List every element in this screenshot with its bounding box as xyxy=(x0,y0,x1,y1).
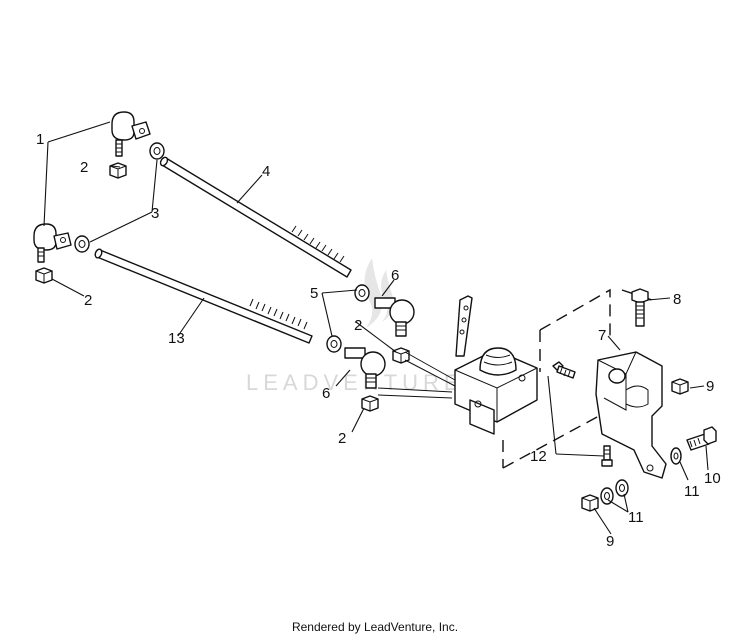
washer-bottom-2 xyxy=(615,479,629,497)
callout-10: 10 xyxy=(704,470,721,487)
installation-guide-lines xyxy=(502,288,653,469)
callout-11-bottom: 11 xyxy=(628,509,644,526)
screw-upper xyxy=(552,361,576,379)
ball-joint-upper xyxy=(111,111,151,157)
hex-nut-upper-left xyxy=(109,162,127,179)
callout-3: 3 xyxy=(151,205,159,222)
jam-nut-lower xyxy=(74,235,90,253)
shift-rod-lower xyxy=(94,248,313,344)
hex-nut-right xyxy=(671,378,689,395)
callout-12: 12 xyxy=(530,448,547,465)
jam-nut-center-upper xyxy=(354,284,370,302)
callout-6-lower: 6 xyxy=(322,385,330,402)
ball-joint-center-lower xyxy=(344,347,386,389)
bolt-right xyxy=(686,426,717,451)
ball-joint-center-upper xyxy=(374,297,415,337)
shifter-assembly xyxy=(377,295,538,435)
callout-1: 1 xyxy=(36,131,44,148)
ball-joint-lower xyxy=(33,223,72,263)
footer-credit: Rendered by LeadVenture, Inc. xyxy=(291,620,459,634)
callout-2-lower-left: 2 xyxy=(84,292,92,309)
callout-7: 7 xyxy=(598,327,606,344)
callout-9-right: 9 xyxy=(706,378,714,395)
mounting-bracket xyxy=(595,351,667,479)
leader-lines xyxy=(43,121,709,535)
callout-2-lower-center: 2 xyxy=(338,430,346,447)
washer-bottom-1 xyxy=(600,487,614,505)
callout-6-upper: 6 xyxy=(391,267,399,284)
jam-nut-upper xyxy=(149,142,165,160)
callout-4: 4 xyxy=(262,163,270,180)
hex-nut-lower-left xyxy=(35,267,53,284)
jam-nut-center-lower xyxy=(326,335,342,353)
callout-2-upper-left: 2 xyxy=(80,159,88,176)
callout-8: 8 xyxy=(673,291,681,308)
washer-right xyxy=(670,447,682,465)
callout-13: 13 xyxy=(168,330,185,347)
callout-labels: 1 2 3 4 2 13 5 6 2 6 2 7 8 9 12 10 11 11… xyxy=(36,131,721,550)
callout-2-center: 2 xyxy=(354,317,362,334)
shift-rod-upper xyxy=(159,156,352,278)
bolt-top xyxy=(631,288,649,327)
callout-9-bottom: 9 xyxy=(606,533,614,550)
callout-5: 5 xyxy=(310,285,318,302)
hex-nut-bottom xyxy=(581,494,599,512)
hex-nut-lower-center xyxy=(361,395,379,412)
callout-11-right: 11 xyxy=(684,483,700,500)
screw-lower xyxy=(601,445,613,467)
